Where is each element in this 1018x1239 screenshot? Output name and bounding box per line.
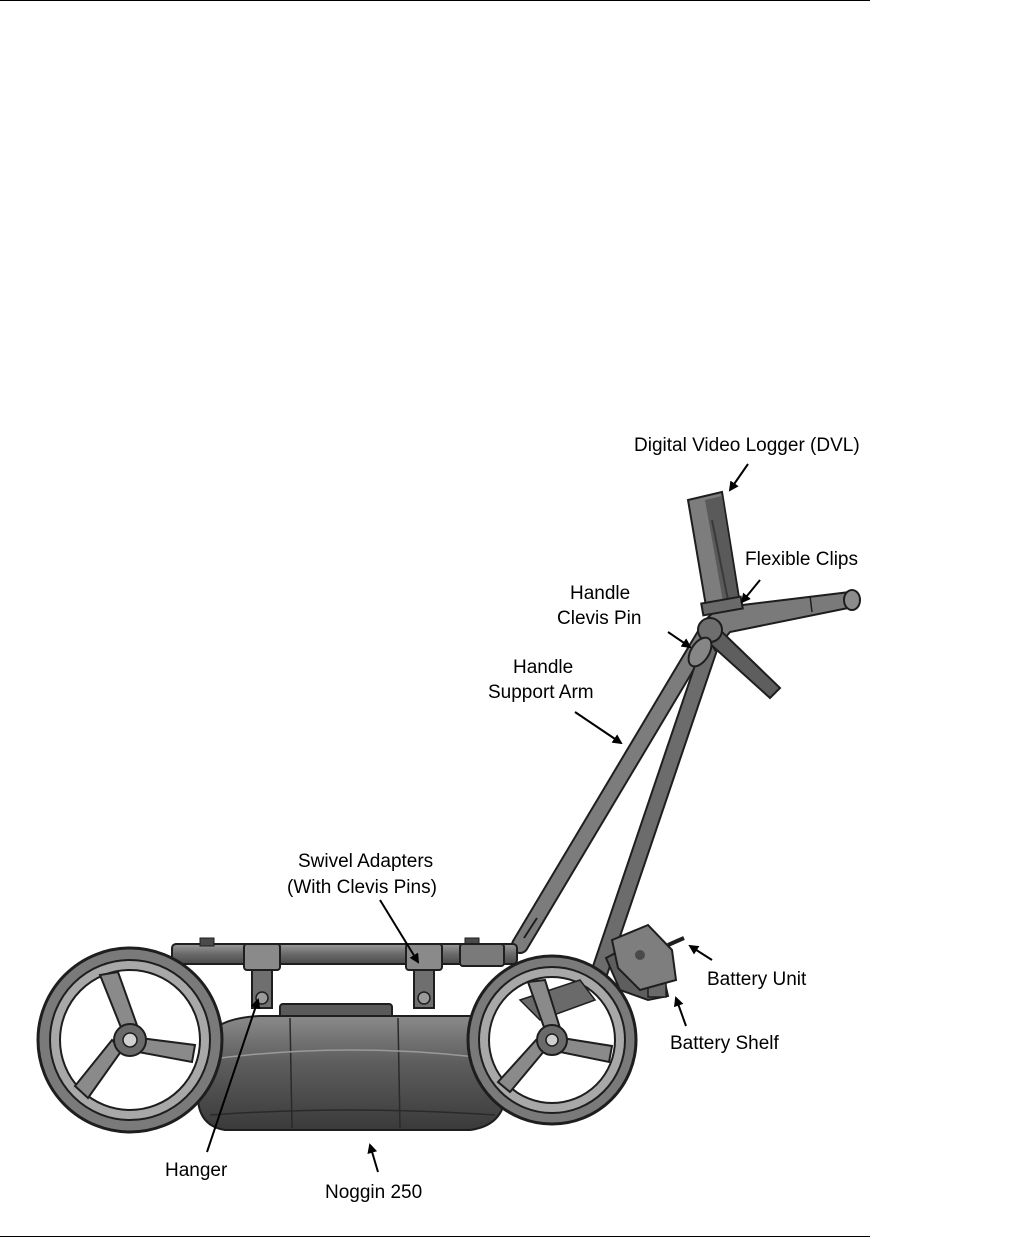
battery-shelf-label: Battery Shelf [670, 1033, 779, 1054]
callout-noggin: Noggin 250 [325, 1145, 422, 1203]
dvl-arrow [730, 464, 748, 490]
handle-clevis-pin-label-line1: Handle [570, 583, 630, 604]
callout-dvl: Digital Video Logger (DVL) [634, 435, 860, 490]
handle-clevis-pin-label-line2: Clevis Pin [557, 608, 641, 629]
right-wheel [468, 956, 636, 1124]
left-wheel [38, 948, 222, 1132]
flexible-clips-arrow [742, 580, 760, 602]
swivel-adapters-label-line2: (With Clevis Pins) [287, 877, 437, 898]
digital-video-logger [688, 492, 743, 615]
callout-handle-support-arm: Handle Support Arm [488, 657, 621, 743]
swivel-adapters [252, 970, 434, 1008]
battery-unit-arrow [690, 946, 712, 960]
callout-battery-unit: Battery Unit [690, 946, 807, 990]
noggin-250 [198, 1004, 505, 1130]
handle-support-arm-label-line1: Handle [513, 657, 573, 678]
noggin-arrow [370, 1145, 378, 1172]
frame-crossbar [172, 938, 517, 970]
callout-handle-clevis-pin: Handle Clevis Pin [557, 583, 690, 647]
dvl-label: Digital Video Logger (DVL) [634, 435, 860, 456]
handle-clevis-pin-arrow [668, 632, 690, 647]
noggin-label: Noggin 250 [325, 1182, 422, 1203]
swivel-adapters-label-line1: Swivel Adapters [298, 851, 433, 872]
battery-unit-label: Battery Unit [707, 969, 807, 990]
hanger-label: Hanger [165, 1160, 228, 1181]
flexible-clips-label: Flexible Clips [745, 549, 858, 570]
battery-shelf-arrow [676, 998, 686, 1026]
callout-battery-shelf: Battery Shelf [670, 998, 779, 1054]
handle-support-arm-label-line2: Support Arm [488, 682, 594, 703]
handle-support-arm-arrow [575, 712, 621, 743]
